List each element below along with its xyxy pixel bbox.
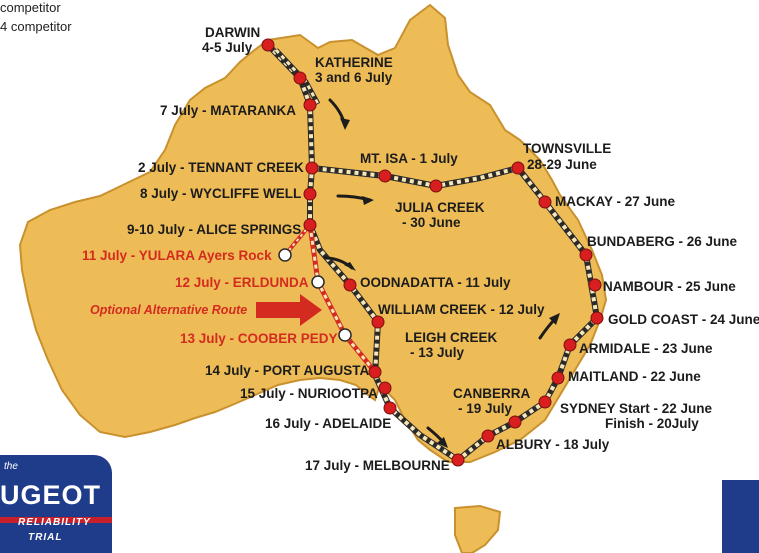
label-melbourne: 17 July - MELBOURNE [305, 458, 450, 473]
tasmania [454, 504, 502, 553]
label-katherine-name: KATHERINE [315, 55, 393, 70]
stop-nambour[interactable] [588, 278, 602, 292]
label-sydney-finish: Finish - 20July [605, 416, 699, 431]
stop-coober-pedy[interactable] [338, 328, 352, 342]
stop-townsville[interactable] [511, 161, 525, 175]
label-nambour: NAMBOUR - 25 June [603, 279, 736, 294]
stop-tennant-creek[interactable] [305, 161, 319, 175]
optional-route-arrow [256, 294, 322, 326]
stop-leigh-creek[interactable] [371, 315, 385, 329]
label-tennant-creek: 2 July - TENNANT CREEK [138, 160, 304, 175]
label-yulara: 11 July - YULARA Ayers Rock [82, 248, 272, 263]
label-julia-creek-date: - 30 June [402, 215, 461, 230]
stop-julia-creek[interactable] [429, 179, 443, 193]
stop-bundaberg[interactable] [579, 248, 593, 262]
label-leigh-creek-date: - 13 July [410, 345, 465, 360]
stop-albury[interactable] [481, 429, 495, 443]
stop-melbourne[interactable] [451, 453, 465, 467]
alt-stops [278, 248, 352, 342]
label-alice-springs: 9-10 July - ALICE SPRINGS [127, 222, 301, 237]
stop-darwin[interactable] [261, 38, 275, 52]
stop-port-augusta[interactable] [368, 365, 382, 379]
stop-katherine[interactable] [293, 71, 307, 85]
label-mackay: MACKAY - 27 June [555, 194, 676, 209]
corner-box [722, 480, 759, 553]
stop-sydney[interactable] [538, 395, 552, 409]
label-mataranka: 7 July - MATARANKA [160, 103, 296, 118]
label-darwin-name: DARWIN [205, 25, 260, 40]
stop-mt-isa[interactable] [378, 169, 392, 183]
stop-erldunda[interactable] [311, 275, 325, 289]
arrow-heads [340, 118, 560, 448]
trial-badge [0, 455, 112, 553]
label-armidale: ARMIDALE - 23 June [579, 341, 713, 356]
stop-armidale[interactable] [563, 338, 577, 352]
label-maitland: MAITLAND - 22 June [568, 369, 701, 384]
legend-line-1: competitor [0, 0, 61, 15]
label-erldunda: 12 July - ERLDUNDA [175, 275, 309, 290]
label-canberra-date: - 19 July [458, 401, 513, 416]
label-nuriootpa: 15 July - NURIOOTPA [240, 386, 378, 401]
label-townsville-date: 28-29 June [527, 157, 597, 172]
label-bundaberg: BUNDABERG - 26 June [587, 234, 738, 249]
label-albury: ALBURY - 18 July [496, 437, 610, 452]
stop-nuriootpa[interactable] [378, 381, 392, 395]
stop-mackay[interactable] [538, 195, 552, 209]
stop-william-creek[interactable] [343, 278, 357, 292]
stop-wycliffe-well[interactable] [303, 187, 317, 201]
label-mt-isa: MT. ISA - 1 July [360, 151, 458, 166]
stop-yulara[interactable] [278, 248, 292, 262]
label-canberra-name: CANBERRA [453, 386, 531, 401]
stop-maitland[interactable] [551, 371, 565, 385]
legend-line-2: 4 competitor [0, 19, 72, 34]
label-wycliffe-well: 8 July - WYCLIFFE WELL [140, 186, 301, 201]
badge-reliability: RELIABILITY [18, 517, 91, 528]
stop-mataranka[interactable] [303, 98, 317, 112]
stop-adelaide[interactable] [383, 401, 397, 415]
badge-top-text: the [4, 461, 18, 472]
label-oodnadatta: OODNADATTA - 11 July [360, 275, 511, 290]
label-katherine-date: 3 and 6 July [315, 70, 393, 85]
label-darwin-date: 4-5 July [202, 40, 253, 55]
badge-strip [0, 517, 112, 523]
label-coober-pedy: 13 July - COOBER PEDY [180, 331, 338, 346]
label-townsville-name: TOWNSVILLE [523, 141, 611, 156]
stop-gold-coast[interactable] [590, 311, 604, 325]
badge-brand: UGEOT [0, 480, 102, 510]
label-gold-coast: GOLD COAST - 24 June [608, 312, 759, 327]
label-adelaide: 16 July - ADELAIDE [265, 416, 391, 431]
stop-canberra[interactable] [508, 415, 522, 429]
label-optional-route: Optional Alternative Route [90, 303, 247, 317]
badge-trial: TRIAL [28, 532, 63, 543]
label-william-creek: WILLIAM CREEK - 12 July [378, 302, 545, 317]
label-julia-creek-name: JULIA CREEK [395, 200, 485, 215]
stops [261, 38, 604, 467]
label-sydney-start: SYDNEY Start - 22 June [560, 401, 713, 416]
label-leigh-creek-name: LEIGH CREEK [405, 330, 498, 345]
label-port-augusta: 14 July - PORT AUGUSTA [205, 363, 370, 378]
stop-alice-springs[interactable] [303, 218, 317, 232]
